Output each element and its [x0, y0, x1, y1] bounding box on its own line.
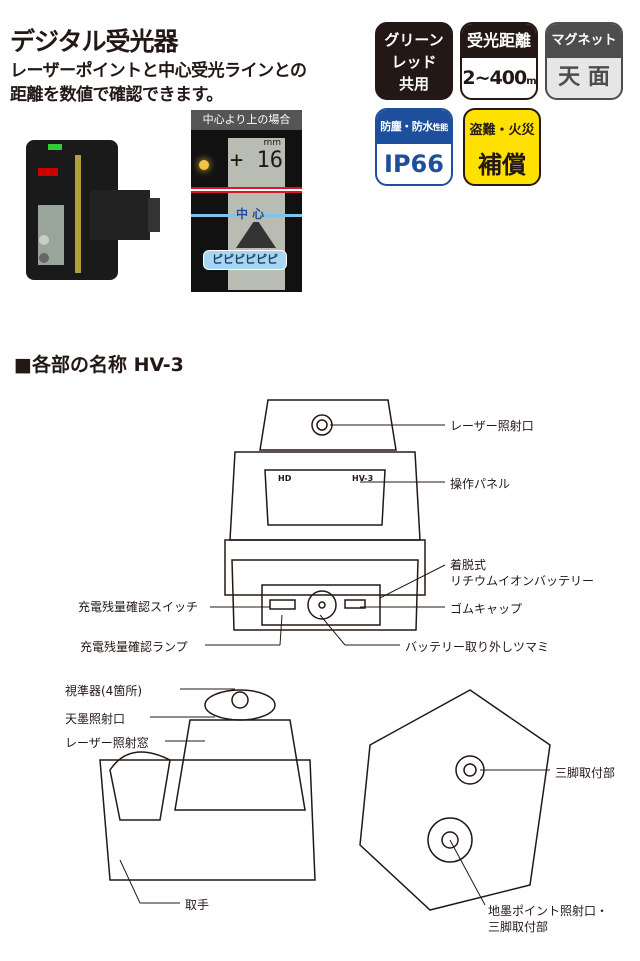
badge-text: IP66 [384, 150, 444, 178]
badge-text: グリーン [384, 31, 444, 49]
badge-text: レッド [391, 53, 437, 71]
subtitle-line: レーザーポイントと中心受光ラインとの [10, 61, 307, 81]
badge-text: 防塵・防水 [380, 120, 433, 133]
label-handle: 取手 [185, 898, 210, 912]
label-battery: リチウムイオンバッテリー [450, 574, 595, 588]
label-laser-port: レーザー照射口 [450, 419, 534, 433]
laser-line [191, 187, 302, 193]
label-tripod-mount: 三脚取付部 [555, 766, 616, 780]
badge-text: 受光距離 [462, 24, 536, 58]
badge-text: 性能 [432, 123, 449, 132]
badge-text: 補償 [478, 151, 526, 179]
center-label: 中 心 [236, 205, 265, 222]
badge-green-red: グリーン レッド 共用 [375, 22, 453, 100]
badge-text: 天 面 [558, 65, 610, 90]
hv3-bottom-drawing [359, 689, 551, 911]
label-top-port: 天墨照射口 [65, 712, 126, 726]
badge-ip66: 防塵・防水性能 IP66 [375, 108, 453, 186]
lcd-unit: mm [263, 138, 281, 148]
beep-bubble: ピピピピピピ [203, 250, 287, 270]
leader-lines [205, 424, 446, 646]
label-battery-knob: バッテリー取り外しツマミ [405, 640, 550, 654]
label-laser-window: レーザー照射窓 [65, 736, 149, 750]
badge-insurance: 盗難・火災 補償 [463, 108, 541, 186]
label-rubber-cap: ゴムキャップ [450, 602, 523, 616]
label-ground-port: 三脚取付部 [488, 920, 549, 934]
badge-text: マグネット [547, 24, 621, 58]
label-ground-port: 地墨ポイント照射口・ [488, 904, 609, 918]
label-charge-switch: 充電残量確認スイッチ [78, 600, 199, 614]
label-sight: 視準器(4箇所) [65, 684, 142, 698]
page-title: デジタル受光器 [10, 27, 179, 56]
leader-lines-bottom [119, 688, 550, 906]
badge-unit: m [526, 76, 536, 87]
badge-range: 受光距離 2~400m [460, 22, 538, 100]
led-icon [199, 160, 209, 170]
label-charge-lamp: 充電残量確認ランプ [80, 640, 188, 654]
badge-text: 盗難・火災 [469, 123, 535, 138]
receiver-image [26, 140, 160, 280]
label-battery: 着脱式 [450, 558, 487, 572]
badge-magnet: マグネット 天 面 [545, 22, 623, 100]
badge-text: 2~400 [462, 67, 527, 89]
triangle-icon [236, 218, 276, 248]
lcd-reading: + 16 [230, 148, 283, 173]
badge-text: 共用 [398, 75, 429, 93]
lcd-caption: 中心より上の場合 [191, 110, 302, 130]
lcd-panel: 中心より上の場合 mm + 16 中 心 ピピピピピピ [191, 110, 302, 292]
section-title: ■各部の名称 HV-3 [14, 354, 184, 376]
subtitle-line: 距離を数値で確認できます。 [10, 85, 223, 105]
device-model: HV-3 [352, 474, 374, 483]
device-brand: HD [278, 474, 292, 483]
hv3-handle-drawing [99, 689, 316, 881]
label-panel: 操作パネル [450, 477, 511, 491]
